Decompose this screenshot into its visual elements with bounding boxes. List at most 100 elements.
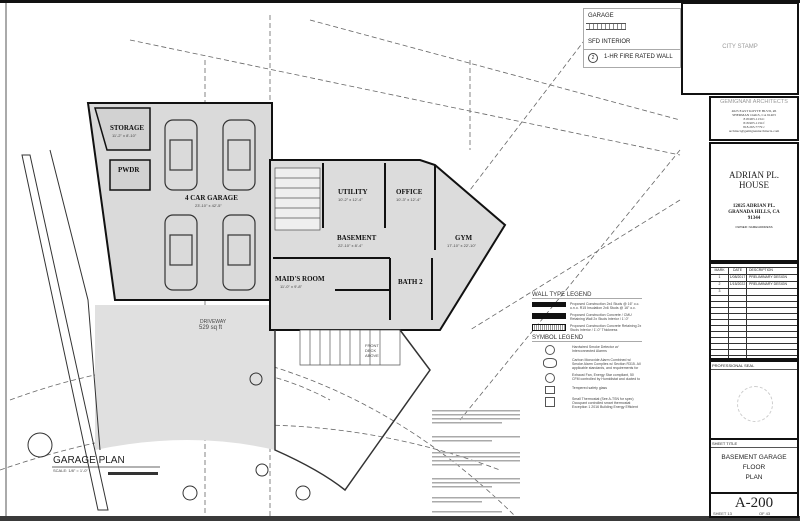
- wall-detail-sfd-interior: SFD INTERIOR: [588, 39, 631, 45]
- section-markers: [27, 372, 311, 501]
- driveway-label: DRIVEWAY: [200, 319, 227, 325]
- room-dim-utility: 10'-2" x 12'-4": [338, 197, 363, 202]
- revision-row: 3: [711, 289, 797, 296]
- sheet-title: BASEMENT GARAGE FLOOR: [721, 454, 787, 471]
- sheet-total: OF 43: [759, 511, 771, 516]
- wall-swatch-cmu: [532, 313, 566, 319]
- wall-type-1: Proposed Construction 2x4 Studs @ 16" o.…: [570, 302, 640, 310]
- driveway-area-label: 529 sq ft: [199, 325, 223, 331]
- project-title: ADRIAN PL.: [728, 170, 779, 180]
- rev-date: 1/08/2017: [729, 275, 747, 281]
- rev-mark: 2: [711, 282, 729, 288]
- frame-bottom: [0, 516, 800, 521]
- rev-desc: PRELIMINARY DESIGN: [749, 275, 787, 279]
- basement-outline: [269, 159, 507, 331]
- room-dim-gym: 17'-10" x 22'-10": [447, 243, 477, 248]
- room-label-basement: BASEMENT: [337, 234, 377, 242]
- owner-label: OWNER: NAME/ADDRESS: [735, 225, 773, 229]
- revision-row: 1 1/08/2017 PRELIMINARY DESIGN: [711, 275, 797, 282]
- exterior-stair: [21, 149, 109, 511]
- project-title: HOUSE: [738, 180, 769, 190]
- smoke-detector-icon: [545, 345, 555, 355]
- revision-empty-rows: [711, 296, 797, 358]
- firm-fax: 818.905.1134 f: [743, 121, 765, 125]
- room-dim-office: 10'-3" x 12'-4": [396, 197, 421, 202]
- sheet-title: PLAN: [745, 474, 763, 481]
- fire-rated-label: 1-HR FIRE RATED WALL: [604, 54, 673, 60]
- wall-type-3: Proposed Construction Concrete Retaining…: [570, 324, 642, 332]
- rev-desc: PRELIMINARY DESIGN: [749, 282, 787, 286]
- sheet-number: A-200: [734, 495, 774, 511]
- front-deck-note: FRONT DECK ABOVE: [365, 343, 379, 358]
- symbol-5: Small Thermostat (See A-TSN for spec) Oc…: [572, 397, 638, 409]
- co-alarm-icon: [543, 358, 557, 368]
- general-notes: [432, 410, 520, 513]
- scale-bar: [108, 472, 158, 475]
- thermostat-icon: [545, 397, 555, 407]
- car-icons: [164, 119, 256, 291]
- symbol-2: Carbon Monoxide Alarm Combined w/ Smoke …: [572, 358, 641, 370]
- plan-scale: SCALE: 1/8" = 1'-0": [53, 468, 88, 473]
- firm-cell: 818.265.7779 c: [743, 125, 765, 129]
- city-stamp-box: CITY STAMP: [681, 2, 799, 95]
- professional-seal-box: PROFESSIONAL SEAL: [709, 360, 799, 440]
- firm-email: architect@gemignaniarchitects.com: [728, 129, 780, 133]
- rev-header-description: DESCRIPTION: [749, 268, 773, 272]
- room-label-garage: 4 CAR GARAGE: [185, 194, 238, 202]
- sheet-index: SHEET 13: [713, 511, 732, 516]
- symbol-1: Hardwired Smoke Detector w/ Interconnect…: [572, 345, 619, 353]
- wall-section-icon: [586, 23, 626, 30]
- fire-rated-tag: 2: [588, 53, 598, 63]
- firm-box: GEMIGNANI ARCHITECTS 4625 EAST KOYTE BLV…: [709, 96, 799, 141]
- sheet-number-box: A-200 SHEET 13 OF 43: [709, 492, 799, 518]
- room-dim-maids-room: 11'-0" x 9'-8": [280, 284, 303, 289]
- revision-row: 2 1/15/2022 PRELIMINARY DESIGN: [711, 282, 797, 289]
- project-box: ADRIAN PL. HOUSE 12025 ADRIAN PL. GRANAD…: [709, 142, 799, 262]
- deck-outline: [274, 329, 431, 492]
- wall-detail-garage: GARAGE: [588, 13, 614, 19]
- room-label-gym: GYM: [455, 234, 473, 242]
- revision-table: MARK DATE DESCRIPTION 1 1/08/2017 PRELIM…: [709, 262, 799, 360]
- room-label-storage: STORAGE: [110, 124, 145, 132]
- sheet-title-box: SHEET TITLE BASEMENT GARAGE FLOOR PLAN: [709, 438, 799, 494]
- exhaust-fan-icon: [545, 373, 555, 383]
- plan-title: GARAGE PLAN: [53, 455, 125, 466]
- firm-phone: 818.905.1134 t: [743, 117, 765, 121]
- project-address: 12025 ADRIAN PL.: [732, 204, 776, 209]
- rev-mark: 1: [711, 275, 729, 281]
- wall-swatch-stud: [532, 302, 566, 307]
- room-label-maids-room: MAID'S ROOM: [275, 275, 325, 283]
- wall-type-legend-title: WALL TYPE LEGEND: [532, 292, 642, 299]
- wall-type-2: Proposed Construction Concrete / CMU Ret…: [570, 313, 632, 321]
- stairs: [274, 167, 401, 366]
- project-address: GRANADA HILLS, CA: [728, 210, 780, 215]
- tempered-glass-icon: [545, 386, 555, 394]
- wall-detail-box: GARAGE SFD INTERIOR 2 1-HR FIRE RATED WA…: [583, 8, 681, 68]
- pwdr-room: [109, 159, 151, 191]
- sheet-title-label: SHEET TITLE: [711, 440, 797, 448]
- room-dim-basement: 22'-10" x 8'-4": [338, 243, 363, 248]
- storage-room: [94, 107, 151, 151]
- firm-name: GEMIGNANI ARCHITECTS: [720, 99, 788, 105]
- room-dim-storage: 11'-2" x 8'-10": [112, 133, 137, 138]
- room-label-office: OFFICE: [396, 188, 423, 196]
- wall-swatch-concrete: [532, 324, 566, 331]
- room-label-pwdr: PWDR: [118, 166, 140, 174]
- legend: WALL TYPE LEGEND Proposed Construction 2…: [532, 292, 642, 409]
- project-address: 91344: [747, 216, 761, 221]
- frame-top: [0, 0, 800, 3]
- symbol-4: Tempered safety glass: [572, 386, 608, 390]
- rev-header-mark: MARK: [711, 268, 729, 274]
- professional-seal-label: PROFESSIONAL SEAL: [711, 362, 797, 370]
- rev-mark: 3: [711, 289, 729, 295]
- rev-header-date: DATE: [729, 268, 747, 274]
- room-label-bath-2: BATH 2: [398, 278, 423, 286]
- symbol-legend-title: SYMBOL LEGEND: [532, 335, 642, 342]
- city-stamp-label: CITY STAMP: [722, 44, 758, 50]
- symbol-3: Exhaust Fan, Energy Star compliant, 50 C…: [572, 373, 641, 381]
- driveway-area: [95, 305, 275, 450]
- room-dim-garage: 23'-10" x 42'-5": [195, 203, 222, 208]
- firm-address-line: 4625 EAST KOYTE BLVD, #6: [731, 109, 777, 113]
- rev-date: 1/15/2022: [729, 282, 747, 288]
